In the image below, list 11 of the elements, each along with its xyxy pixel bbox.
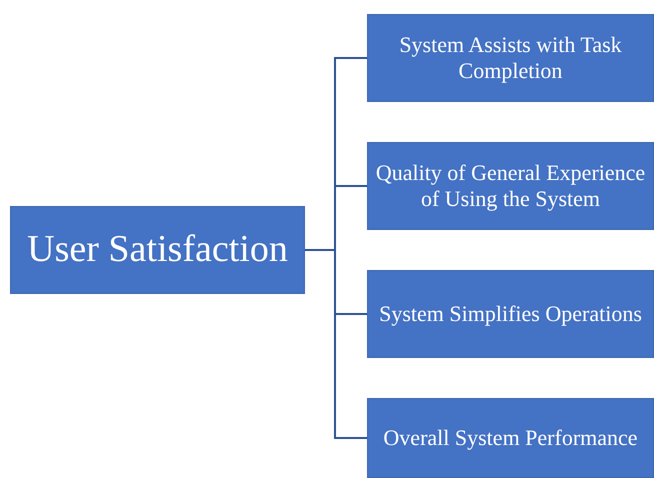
branch-box [367, 142, 654, 230]
branch-box [367, 398, 654, 478]
box-label: User Satisfaction [27, 227, 288, 272]
connector-line [305, 249, 367, 439]
box-label: Quality of General Experience of Using the System [374, 160, 646, 212]
branch-box [367, 14, 654, 102]
root-box [10, 206, 305, 294]
box-label: System Simplifies Operations [379, 300, 642, 328]
box-label: System Assists with Task Completion [398, 32, 623, 84]
branch-box [367, 270, 654, 358]
box-label: Overall System Performance [383, 424, 638, 452]
